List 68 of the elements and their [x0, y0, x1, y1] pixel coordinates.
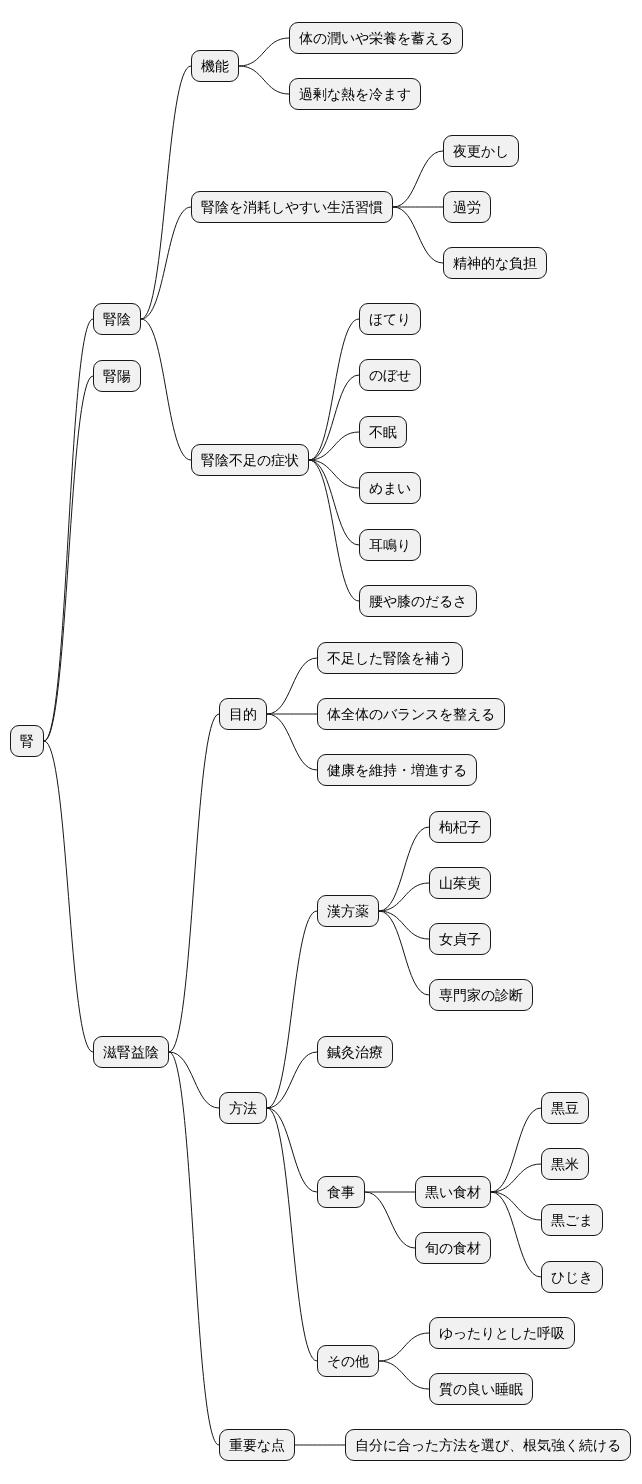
- connector-line: [266, 910, 318, 1109]
- topic-box: 目的: [219, 698, 267, 730]
- connector-line: [364, 1191, 416, 1249]
- topic-box: 黒豆: [541, 1092, 589, 1124]
- topic-box: 機能: [191, 50, 239, 82]
- topic-box: 腎: [10, 725, 44, 757]
- connector-line: [266, 1051, 318, 1109]
- topic-box: 自分に合った方法を選び、根気強く続ける: [345, 1429, 631, 1461]
- connector-line: [266, 713, 318, 715]
- topic-box: 体全体のバランスを整える: [317, 698, 505, 730]
- topic-box: 女貞子: [429, 923, 491, 955]
- connector-line: [490, 1163, 542, 1193]
- connector-line: [378, 1360, 430, 1390]
- topic-box: 腎陽: [93, 360, 141, 392]
- topic-box: 方法: [219, 1092, 267, 1124]
- topic-box: 専門家の診断: [429, 979, 533, 1011]
- topic-box: 漢方薬: [317, 895, 379, 927]
- topic-box: 枸杞子: [429, 811, 491, 843]
- connector-line: [168, 1051, 220, 1109]
- connector-line: [168, 1051, 220, 1446]
- topic-box: 夜更かし: [443, 135, 519, 167]
- topic-box: のぼせ: [359, 359, 421, 391]
- connector-line: [266, 713, 318, 771]
- topic-box: 腎陰不足の症状: [191, 444, 309, 476]
- topic-box: 不眠: [359, 416, 407, 448]
- topic-box: 黒い食材: [415, 1176, 491, 1208]
- connector-line: [378, 910, 430, 996]
- topic-box: 体の潤いや栄養を蓄える: [289, 22, 463, 54]
- connector-line: [392, 206, 444, 264]
- topic-box: その他: [317, 1345, 379, 1377]
- topic-box: 重要な点: [219, 1429, 295, 1461]
- topic-box: 過剰な熱を冷ます: [289, 78, 421, 110]
- connector-line: [392, 206, 444, 208]
- topic-box: 腎陰: [93, 303, 141, 335]
- topic-box: めまい: [359, 472, 421, 504]
- topic-box: 黒米: [541, 1148, 589, 1180]
- topic-box: 食事: [317, 1176, 365, 1208]
- topic-box: 過労: [443, 191, 491, 223]
- topic-box: 腰や膝のだるさ: [359, 585, 477, 617]
- connector-line: [378, 882, 430, 912]
- connector-line: [490, 1191, 542, 1221]
- topic-box: 旬の食材: [415, 1232, 491, 1264]
- topic-box: 山茱萸: [429, 867, 491, 899]
- connector-line: [378, 1332, 430, 1362]
- topic-box: 不足した腎陰を補う: [317, 642, 463, 674]
- topic-box: 鍼灸治療: [317, 1036, 393, 1068]
- topic-box: 滋腎益陰: [93, 1036, 169, 1068]
- connector-line: [140, 65, 192, 320]
- topic-box: ほてり: [359, 303, 421, 335]
- topic-box: ひじき: [541, 1261, 603, 1293]
- connector-line: [140, 206, 192, 320]
- connector-line: [294, 1444, 346, 1446]
- topic-box: 黒ごま: [541, 1204, 603, 1236]
- topic-box: ゆったりとした呼吸: [429, 1317, 575, 1349]
- connector-line: [364, 1191, 416, 1193]
- topic-box: 耳鳴り: [359, 529, 421, 561]
- connector-line: [43, 740, 94, 1053]
- topic-box: 腎陰を消耗しやすい生活習慣: [191, 191, 393, 223]
- connector-line: [378, 910, 430, 940]
- topic-box: 質の良い睡眠: [429, 1373, 533, 1405]
- topic-box: 健康を維持・増進する: [317, 754, 477, 786]
- connector-line: [238, 37, 290, 67]
- connector-line: [140, 318, 192, 461]
- connector-line: [266, 1107, 318, 1362]
- connector-line: [238, 65, 290, 95]
- connector-line: [168, 713, 220, 1053]
- connector-line: [490, 1191, 542, 1278]
- topic-box: 精神的な負担: [443, 247, 547, 279]
